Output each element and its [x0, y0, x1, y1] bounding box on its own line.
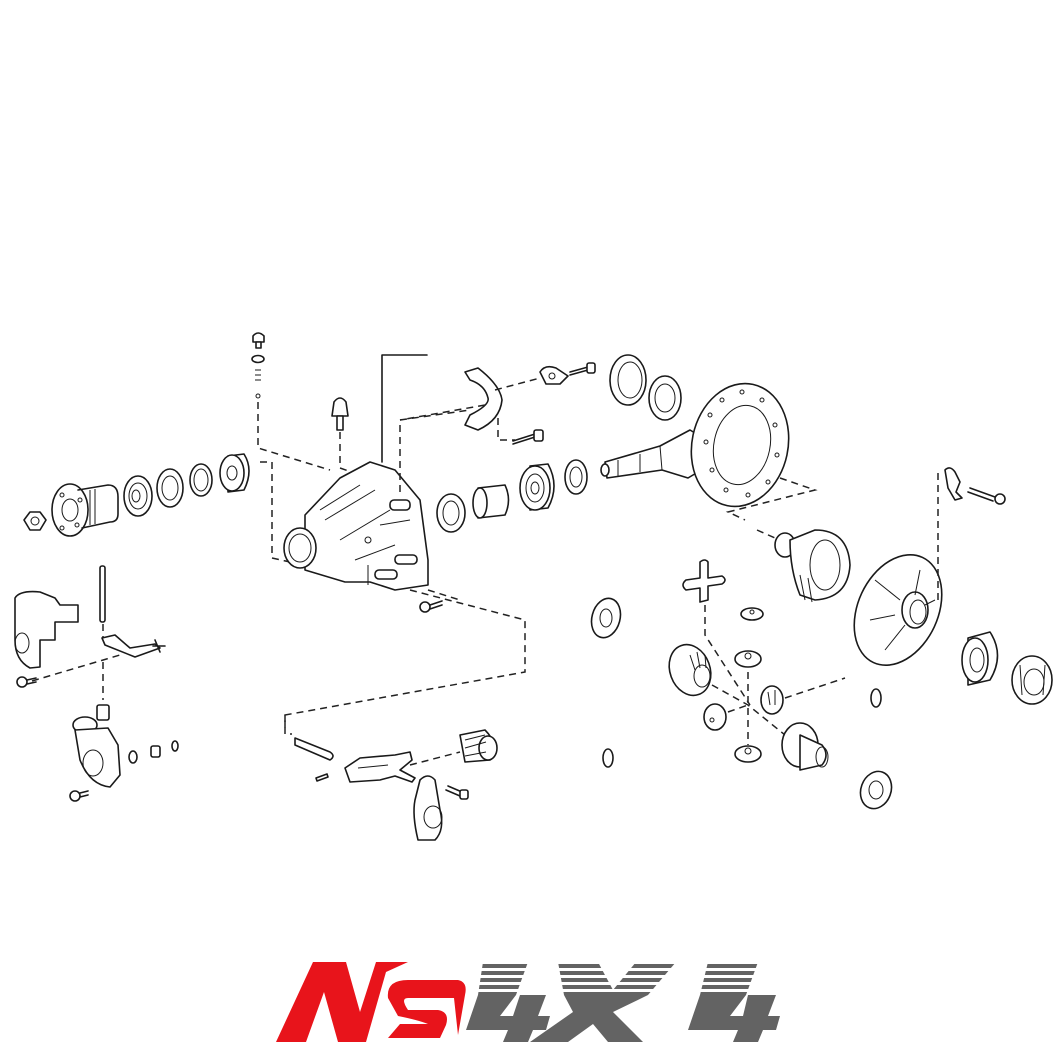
washer-small-left	[602, 748, 614, 768]
collapsible-spacer	[472, 484, 510, 519]
logo-4x4-mark	[466, 962, 780, 1042]
shift-lever	[413, 775, 443, 841]
actuator	[72, 716, 121, 788]
side-gear-left	[668, 643, 712, 697]
lock-plate-bolt	[569, 362, 596, 376]
spacer-ring	[189, 463, 213, 497]
oil-seal-front	[156, 468, 184, 508]
oil-seal-rear	[564, 459, 588, 495]
adjusting-nut	[609, 354, 647, 406]
bracket	[101, 634, 166, 658]
lever-bolt	[445, 785, 469, 800]
drain-plug	[251, 332, 265, 399]
pinion-gear-top	[734, 650, 762, 668]
actuator-nut	[150, 745, 161, 758]
bearing-rear-right	[961, 631, 999, 686]
side-bearing	[436, 493, 466, 533]
thrust-washer-left	[590, 597, 622, 639]
bracket-bolt	[16, 676, 37, 688]
sleeve	[459, 729, 498, 763]
drive-pinion	[600, 429, 701, 479]
case-bolt	[419, 600, 443, 613]
companion-flange	[51, 483, 119, 537]
spider	[682, 559, 726, 603]
logo-ns-mark	[276, 962, 466, 1042]
thrust-washer-right	[859, 770, 893, 810]
brand-logo: NS 4X4	[268, 950, 788, 1050]
logo-graphic: NS 4X4	[276, 962, 780, 1042]
cover-shield	[14, 590, 79, 669]
side-bearing-rear	[648, 375, 682, 421]
shift-shaft-vertical	[99, 565, 106, 623]
shift-fork	[344, 751, 416, 783]
side-gear-right	[781, 722, 829, 771]
bearing-front	[123, 475, 153, 517]
pin	[315, 773, 329, 782]
shift-shaft	[294, 737, 334, 761]
pinion-gear-right	[760, 685, 784, 715]
washer-small-right	[870, 688, 882, 708]
case-housing	[283, 461, 429, 591]
diff-case-cover	[853, 553, 943, 667]
actuator-washer	[171, 740, 179, 752]
breather	[331, 397, 349, 431]
ring-gear	[690, 382, 790, 508]
o-ring	[128, 750, 138, 764]
bearing-outer	[219, 453, 250, 493]
cover-clip	[944, 467, 963, 501]
flange-nut	[23, 511, 47, 531]
adjusting-nut-right	[1011, 655, 1053, 705]
bearing-cap	[464, 367, 503, 431]
cover-bolt	[967, 487, 1006, 505]
bearing-mid	[519, 463, 555, 511]
thrust-washer-small	[740, 607, 764, 621]
cap-bolt	[512, 429, 544, 445]
pinion-gear-left	[703, 703, 727, 731]
actuator-bolt	[69, 790, 89, 802]
lock-plate	[539, 365, 569, 385]
pinion-gear-bottom	[734, 745, 762, 763]
diff-case	[774, 529, 851, 603]
sensor-switch	[96, 704, 110, 721]
